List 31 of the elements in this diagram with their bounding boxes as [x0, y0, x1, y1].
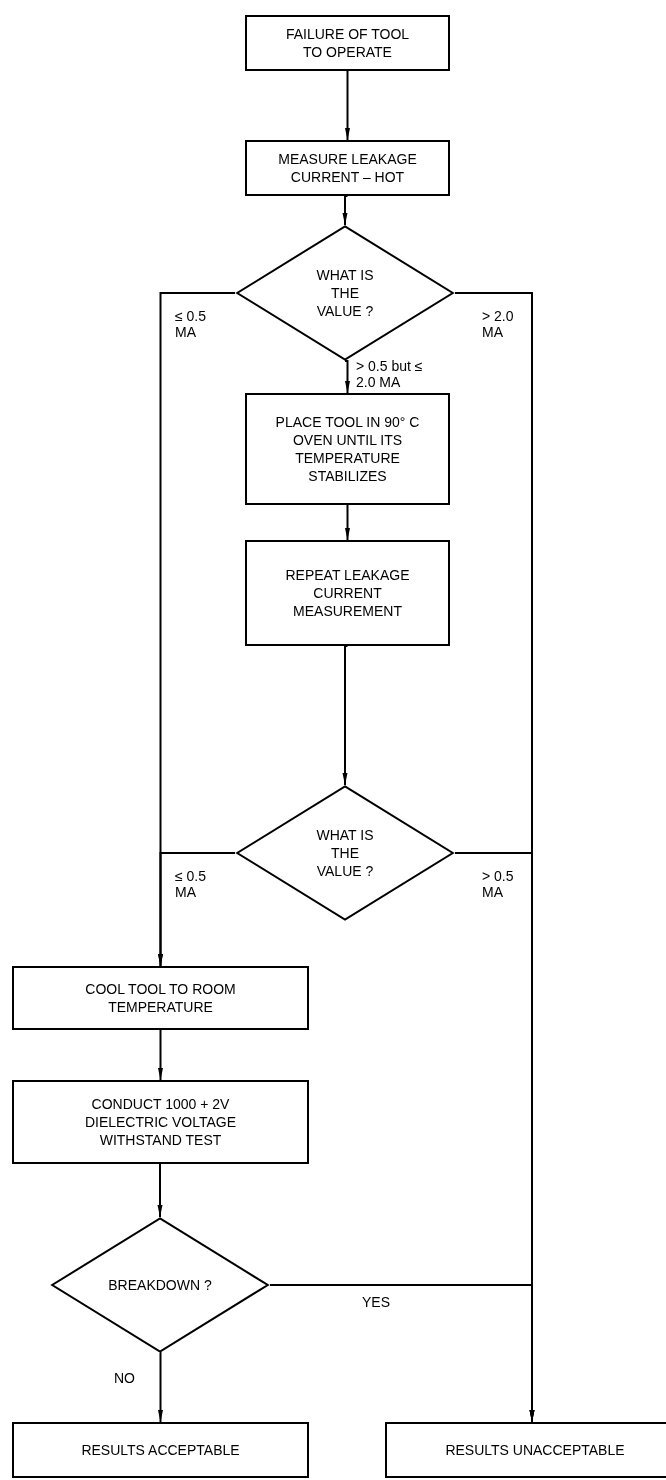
node-text: CONDUCT 1000 + 2V DIELECTRIC VOLTAGE WITHSTAND TEST [83, 1094, 238, 1150]
process-box [245, 140, 450, 196]
node-text: FAILURE OF TOOL TO OPERATE [284, 24, 411, 62]
node-text: REPEAT LEAKAGE CURRENT MEASUREMENT [284, 565, 411, 621]
node-text: COOL TOOL TO ROOM TEMPERATURE [84, 979, 237, 1017]
node-text: WHAT IS THE VALUE ? [315, 825, 375, 881]
decision-diamond [235, 225, 455, 361]
arrow [345, 70, 350, 141]
arrow [342, 195, 349, 226]
node-text: RESULTS UNACCEPTABLE [445, 1440, 625, 1460]
arrow [157, 1163, 163, 1218]
node-text: MEASURE LEAKAGE CURRENT – HOT [277, 149, 418, 187]
process-box [12, 1080, 309, 1164]
process-box [245, 393, 450, 505]
node-text: RESULTS ACCEPTABLE [81, 1440, 240, 1460]
arrow [345, 504, 350, 541]
decision-diamond [50, 1217, 270, 1353]
node-text: WHAT IS THE VALUE ? [315, 265, 375, 321]
arrow [344, 360, 350, 394]
process-box [12, 1422, 309, 1478]
process-box [385, 1422, 666, 1478]
process-box [12, 966, 309, 1030]
process-box [245, 540, 450, 646]
arrow [158, 1352, 163, 1423]
decision-diamond [235, 785, 455, 921]
arrow [158, 852, 236, 967]
arrow [158, 1029, 163, 1081]
node-text: BREAKDOWN ? [108, 1275, 212, 1295]
arrow [342, 645, 349, 786]
process-box [245, 15, 450, 71]
node-text: PLACE TOOL IN 90° C OVEN UNTIL ITS TEMPERATURE STABILIZES [274, 412, 421, 486]
